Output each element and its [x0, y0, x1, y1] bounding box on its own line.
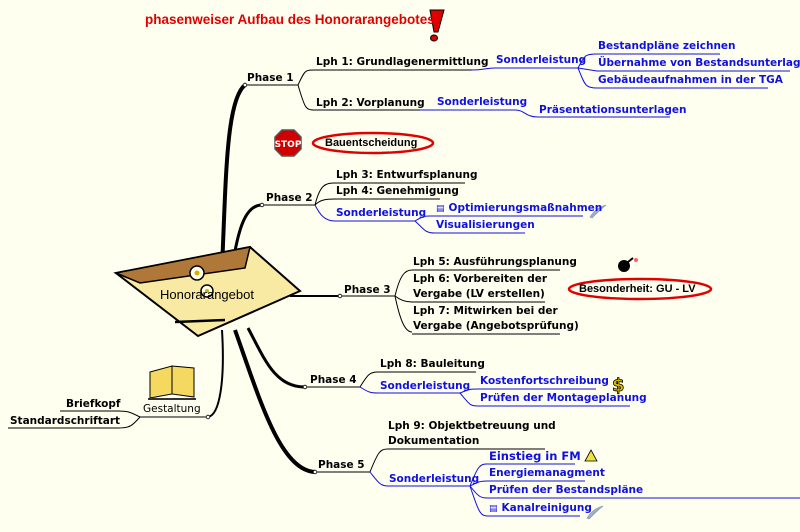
oval-bauentscheidung: [311, 131, 435, 155]
gestaltung-item[interactable]: Standardschriftart: [10, 415, 121, 427]
phase2-sonder-item[interactable]: Visualisierungen: [436, 219, 535, 231]
phase5-sonder-item[interactable]: Prüfen der Bestandspläne: [489, 484, 644, 496]
phase4-sonder-item[interactable]: Prüfen der Montageplanung: [480, 392, 647, 404]
lph2-node[interactable]: Lph 2: Vorplanung: [316, 97, 425, 109]
lph7-line1: Lph 7: Mitwirken bei der: [413, 305, 558, 317]
note-icon: ▤: [436, 204, 445, 214]
phase-2-node[interactable]: Phase 2: [266, 192, 313, 204]
phase5-sonder-item[interactable]: Energiemanagment: [489, 467, 605, 479]
phase5-sonder-item[interactable]: ▤Kanalreinigung: [489, 502, 592, 514]
lph6-line1: Lph 6: Vorbereiten der: [413, 273, 548, 285]
exclamation-icon: [429, 9, 445, 42]
lph6-node[interactable]: Lph 6: Vorbereiten der Vergabe (LV erste…: [413, 273, 547, 301]
envelope-icon: [113, 245, 302, 338]
lph5-node[interactable]: Lph 5: Ausführungsplanung: [413, 256, 577, 268]
phase2-sonderleistung-node[interactable]: Sonderleistung: [336, 207, 427, 219]
lph1-sonder-item[interactable]: Bestandpläne zeichnen: [598, 40, 736, 52]
special-note-label[interactable]: Besonderheit: GU - LV: [579, 283, 696, 295]
bell-icon: [584, 449, 598, 462]
lph1-node[interactable]: Lph 1: Grundlagenermittlung: [316, 56, 489, 68]
svg-text:STOP: STOP: [275, 140, 302, 150]
lph2-sonder-item[interactable]: Präsentationsunterlagen: [539, 104, 687, 116]
center-node-label[interactable]: Honorarangebot: [160, 287, 254, 302]
phase-1-node[interactable]: Phase 1: [247, 72, 294, 84]
bomb-icon: [618, 257, 638, 272]
lph1-sonder-item[interactable]: Übernahme von Bestandsunterlagen: [598, 57, 800, 69]
open-book-icon: [148, 365, 196, 400]
phase4-sonder-item[interactable]: Kostenfortschreibung: [480, 375, 609, 387]
phase-4-node[interactable]: Phase 4: [310, 374, 357, 386]
dollar-icon: $: [612, 375, 625, 396]
stop-sign-icon: STOP: [274, 129, 302, 157]
lph1-sonder-item[interactable]: Gebäudeaufnahmen in der TGA: [598, 74, 783, 86]
lph7-node[interactable]: Lph 7: Mitwirken bei der Vergabe (Angebo…: [413, 305, 579, 333]
gestaltung-item[interactable]: Briefkopf: [66, 398, 121, 410]
lph9-line1: Lph 9: Objektbetreuung und: [388, 420, 556, 432]
trunk-phase1: [220, 83, 247, 269]
phase-5-node[interactable]: Phase 5: [318, 459, 365, 471]
trunk-phase4: [246, 327, 306, 389]
phase5-sonderleistung-node[interactable]: Sonderleistung: [389, 473, 480, 485]
quill-icon: [586, 505, 604, 520]
lph9-line2: Dokumentation: [388, 435, 480, 447]
phase2-sonder-item[interactable]: ▤Optimierungsmaßnahmen: [436, 202, 603, 214]
note-icon: ▤: [489, 504, 498, 514]
lph9-node[interactable]: Lph 9: Objektbetreuung und Dokumentation: [388, 420, 556, 448]
lph7-line2: Vergabe (Angebotsprüfung): [413, 320, 579, 332]
trunk-gestaltung: [207, 329, 224, 418]
gestaltung-node[interactable]: Gestaltung: [143, 403, 201, 415]
phase-3-node[interactable]: Phase 3: [344, 284, 391, 296]
lph2-sonderleistung-node[interactable]: Sonderleistung: [437, 96, 528, 108]
phase5-sonder-item[interactable]: Einstieg in FM: [489, 449, 581, 463]
trunk-phase5: [233, 329, 316, 474]
lph3-node[interactable]: Lph 3: Entwurfsplanung: [336, 169, 478, 181]
lph1-sonderleistung-node[interactable]: Sonderleistung: [496, 54, 587, 66]
phase4-sonderleistung-node[interactable]: Sonderleistung: [380, 380, 471, 392]
oval-besonderheit: [567, 277, 713, 301]
diagram-title: phasenweiser Aufbau des Honorarangebotes: [145, 12, 435, 27]
decision-label[interactable]: Bauentscheidung: [325, 137, 418, 149]
lph6-line2: Vergabe (LV erstellen): [413, 288, 545, 300]
lph4-node[interactable]: Lph 4: Genehmigung: [336, 185, 459, 197]
lph8-node[interactable]: Lph 8: Bauleitung: [380, 358, 485, 370]
quill-icon: [589, 204, 607, 219]
